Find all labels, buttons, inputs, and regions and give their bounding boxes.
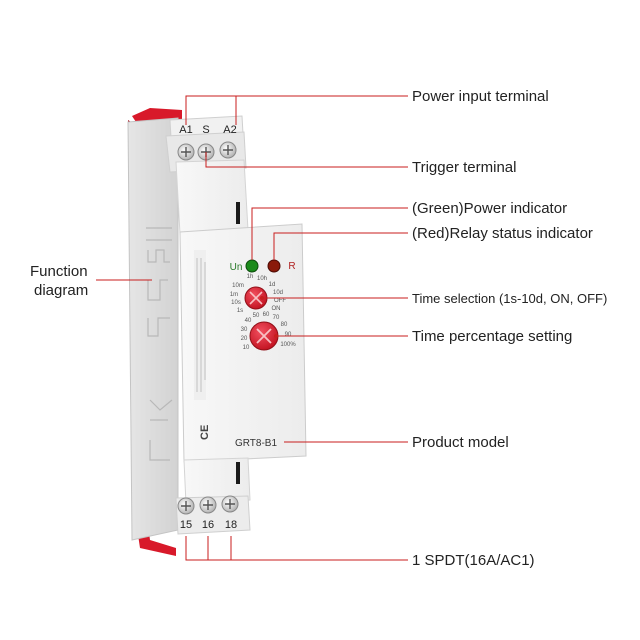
function-diagram — [146, 227, 173, 461]
callout-dot-range — [260, 296, 264, 300]
range-mark-off: OFF — [274, 298, 286, 304]
callout-relay-indicator: (Red)Relay status indicator — [412, 225, 593, 242]
pct-mark-70: 70 — [273, 315, 280, 321]
pct-mark-10: 10 — [243, 345, 250, 351]
time-percentage-dial[interactable] — [249, 321, 279, 351]
power-led-label: Un — [230, 262, 243, 273]
rating-text — [194, 250, 206, 400]
terminal-label-s: S — [202, 124, 209, 136]
line-power-input — [185, 95, 408, 125]
range-mark-10h: 10h — [257, 276, 267, 282]
line-relay-indicator — [273, 232, 408, 260]
callout-power-input: Power input terminal — [412, 88, 549, 105]
pct-mark-20: 20 — [241, 336, 248, 342]
pct-mark-90: 90 — [285, 332, 292, 338]
product-model-label: GRT8-B1 — [235, 438, 277, 449]
range-mark-1h: 1h — [247, 274, 254, 280]
callout-time-percentage: Time percentage setting — [412, 328, 573, 345]
callout-spdt: 1 SPDT(16A/AC1) — [412, 552, 535, 569]
relay-led-icon — [267, 259, 281, 273]
relay-front-panel — [179, 223, 307, 463]
pct-mark-80: 80 — [281, 322, 288, 328]
pct-mark-50: 50 — [253, 313, 260, 319]
range-mark-10m: 10m — [232, 283, 244, 289]
pct-mark-100: 100% — [280, 342, 296, 348]
line-spdt — [185, 536, 408, 561]
power-led-icon — [245, 259, 259, 273]
relay-led-label: R — [288, 261, 295, 272]
upper-slot — [236, 202, 240, 224]
callout-time-selection: Time selection (1s-10d, ON, OFF) — [412, 291, 608, 306]
callout-trigger: Trigger terminal — [412, 159, 517, 176]
callout-function-line2: diagram — [34, 282, 89, 299]
relay-side-panel — [127, 117, 179, 541]
terminal-label-18: 18 — [225, 519, 237, 531]
callout-power-indicator: (Green)Power indicator — [412, 200, 568, 217]
pct-mark-40: 40 — [245, 318, 252, 324]
range-mark-1s: 1s — [237, 308, 243, 314]
range-mark-1m: 1m — [230, 292, 238, 298]
time-range-marks: 1h 10h 1d 10d OFF ON 1s 10s 1m 10m — [230, 274, 287, 314]
range-mark-on: ON — [272, 306, 281, 312]
callout-dot-percent — [274, 334, 278, 338]
range-mark-10s: 10s — [231, 300, 241, 306]
terminal-label-15: 15 — [180, 519, 192, 531]
range-mark-10d: 10d — [273, 290, 283, 296]
lower-slot — [236, 462, 240, 484]
bottom-screws — [177, 495, 239, 515]
callout-function-line1: Function — [30, 263, 88, 280]
pct-mark-30: 30 — [241, 327, 248, 333]
relay-front-lower — [183, 457, 251, 505]
callout-product-model: Product model — [412, 434, 509, 451]
ce-mark: CE — [199, 425, 211, 440]
line-power-indicator — [251, 207, 408, 260]
top-screws — [177, 141, 237, 161]
terminal-label-a1: A1 — [179, 124, 192, 136]
percentage-marks: 10 20 30 40 50 60 70 80 90 100% — [241, 312, 297, 351]
callout-lines — [96, 95, 408, 561]
pct-mark-60: 60 — [263, 312, 270, 318]
line-trigger — [205, 152, 408, 168]
terminal-label-a2: A2 — [223, 124, 236, 136]
terminal-label-16: 16 — [202, 519, 214, 531]
range-mark-1d: 1d — [269, 282, 276, 288]
